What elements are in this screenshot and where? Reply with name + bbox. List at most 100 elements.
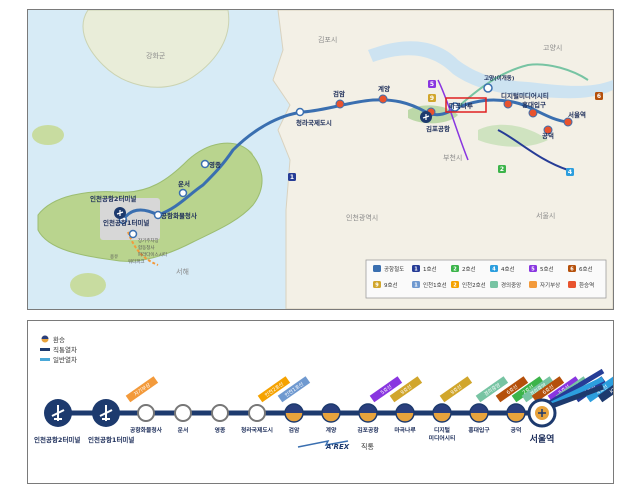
map-legend-label: 5호선 (540, 265, 554, 273)
transfer-dot (503, 99, 513, 109)
station-circle-half (285, 404, 303, 413)
route-station: 김포공항 (357, 403, 379, 434)
map-legend-swatch (529, 265, 537, 272)
place-seohae: 서해 (176, 267, 189, 276)
map-legend-swatch (373, 281, 381, 288)
place-goyang: 고양시 (543, 44, 562, 52)
airport-grounds (100, 198, 160, 240)
transfer-tag-bar (277, 376, 311, 403)
line-badge (595, 92, 603, 100)
map-label-cargo: 공항화물청사 (161, 211, 197, 220)
map-label-gyeyang: 계양 (378, 84, 390, 93)
maglev-stop-label: 합동청사 (138, 244, 155, 251)
station-ring (395, 403, 415, 423)
place-incheon: 인천광역시 (346, 213, 378, 222)
map-legend-swatch (568, 281, 576, 288)
legend-transfer-label: 환승 (53, 335, 65, 344)
station-dot (295, 107, 305, 117)
map-label-t2: 인천공항2터미널 (90, 194, 136, 203)
route-legend: 환승 직통열차 일반열차 (40, 335, 77, 364)
legend-local-label: 일반열차 (53, 355, 77, 364)
transfer-tag-bar (475, 376, 509, 403)
brand-label: A'REX (325, 443, 350, 451)
route-station-label: 검암 (289, 426, 300, 434)
line-badge (566, 168, 574, 176)
station-dot (450, 102, 460, 112)
map-legend-label: 환승역 (579, 281, 594, 289)
map-legend-swatch (490, 281, 498, 288)
map-legend-label: 2호선 (462, 265, 476, 273)
station-ring (506, 403, 526, 423)
transfer-dot (335, 99, 345, 109)
route-station-label: 청라국제도시 (241, 426, 273, 434)
transfer-tag-bar (369, 376, 403, 403)
route-station-label: 마곡나루 (394, 426, 416, 434)
transfer-tag-bar (257, 376, 291, 403)
map-legend-num: 2 (453, 283, 457, 289)
map-label-gongdeok: 공덕 (542, 131, 554, 140)
map-legend-swatch (412, 265, 420, 272)
station-circle (248, 404, 266, 422)
route-station-label: 계양 (326, 426, 337, 434)
station-ring (432, 403, 452, 423)
transfer-dot (528, 108, 538, 118)
line-badge (288, 173, 296, 181)
station-dot (153, 210, 163, 220)
map-label-yeongjong: 영종 (209, 160, 221, 169)
station-ring (358, 403, 378, 423)
map-label-gimpo-airport: 김포공항 (426, 124, 450, 133)
station-dot (128, 229, 138, 239)
station-dot (483, 83, 493, 93)
map-legend-label: 9호선 (384, 281, 398, 289)
line-badge-label: 5 (430, 81, 434, 88)
line-badge-label: 6 (597, 93, 601, 100)
transfer-dot (543, 125, 553, 135)
airplane-icon (99, 405, 113, 421)
place-seoul: 서울시 (536, 211, 555, 220)
transfer-tag-bar (439, 376, 473, 403)
place-gangwha: 강화군 (146, 51, 166, 60)
map-legend-swatch (451, 281, 459, 288)
map-label-goyang-station: 고양(이개동) (484, 74, 515, 82)
map-legend-swatch (529, 281, 537, 288)
transfer-tag-bar (495, 376, 529, 403)
map-legend-swatch (412, 281, 420, 288)
station-circle-half (470, 404, 488, 413)
transfer-tag-bar (521, 376, 555, 403)
map-legend-num: 9 (375, 283, 379, 289)
map-legend-label: 1호선 (423, 265, 437, 273)
route-station-label: 디지털 (434, 426, 450, 434)
line-badge-label: 9 (430, 95, 434, 102)
map-legend-label: 경의중앙 (501, 281, 521, 289)
station-ring (321, 403, 341, 423)
route-station: 마곡나루 (394, 403, 416, 434)
route-map: 인천공항2터미널 인천공항1터미널 공항화물청사 운서 영종 청라국제도시 검암… (28, 10, 613, 309)
map-label-t1: 인천공항1터미널 (103, 218, 149, 227)
place-bucheon: 부천시 (443, 153, 462, 162)
maglev-stop-label: 장기주차장 (138, 237, 159, 244)
route-map-panel: 인천공항2터미널 인천공항1터미널 공항화물청사 운서 영종 청라국제도시 검암… (27, 9, 614, 310)
maglev-stop-label: 파라다이스시티 (138, 251, 167, 258)
route-station: 홍대입구 (468, 403, 490, 434)
map-label-hongdae: 홍대입구 (522, 100, 546, 109)
station-circle-half (359, 404, 377, 413)
seoul-station (527, 398, 557, 428)
station-circle (211, 404, 229, 422)
transfer-tag: 자기부상 (125, 376, 159, 403)
transfer-tag-bar (389, 376, 423, 403)
map-legend-swatch (451, 265, 459, 272)
transfer-tag-label: KTX (609, 385, 613, 396)
arex-route-line (121, 98, 569, 221)
map-legend-label: 인천2호선 (462, 281, 486, 289)
map-legend-num: 5 (531, 267, 535, 273)
map-label-cheongna: 청라국제도시 (296, 118, 332, 127)
route-station: 공덕 (506, 403, 526, 434)
airplane-icon (51, 405, 65, 421)
terminal-t2 (44, 399, 72, 427)
map-label-magongnaru: 마곡나루 (449, 101, 473, 110)
